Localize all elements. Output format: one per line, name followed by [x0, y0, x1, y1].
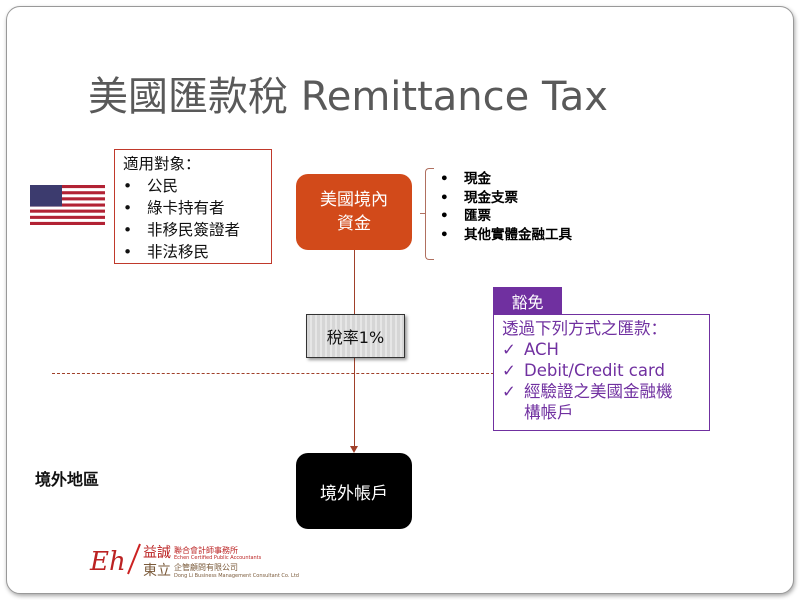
- list-item: 現金支票: [440, 189, 572, 208]
- arrow-head-icon: [350, 446, 358, 453]
- svg-text:Echen Certified Public Account: Echen Certified Public Accountants: [174, 555, 262, 561]
- svg-text:聯合會計師事務所: 聯合會計師事務所: [174, 545, 238, 555]
- check-icon: ✓: [502, 382, 516, 401]
- box-line: 美國境內: [320, 190, 388, 210]
- svg-text:東立: 東立: [143, 563, 171, 579]
- list-item: 非移民簽證者: [123, 219, 263, 241]
- offshore-account-box: 境外帳戶: [296, 453, 412, 529]
- list-item: 現金: [440, 170, 572, 189]
- list-item: ✓經驗證之美國金融機: [502, 382, 673, 401]
- bracket: [420, 168, 434, 260]
- us-domestic-funds-box: 美國境內資金: [296, 174, 412, 250]
- company-logo: Eh 益誠 聯合會計師事務所 Echen Certified Public Ac…: [89, 543, 299, 579]
- svg-text:Eh: Eh: [89, 547, 126, 577]
- list-item: 綠卡持有者: [123, 197, 263, 219]
- us-flag-icon: [30, 185, 105, 225]
- page-title: 美國匯款稅 Remittance Tax: [88, 74, 608, 120]
- exempt-heading: 透過下列方式之匯款：: [502, 319, 667, 338]
- tax-rate-box: 稅率1%: [306, 314, 405, 358]
- check-icon: ✓: [502, 361, 516, 380]
- exempt-box: 透過下列方式之匯款： ✓ACH ✓Debit/Credit card ✓經驗證之…: [493, 314, 710, 431]
- instrument-list: 現金 現金支票 匯票 其他實體金融工具: [440, 170, 572, 244]
- list-item: 其他實體金融工具: [440, 226, 572, 245]
- box-line: 資金: [337, 214, 371, 234]
- exempt-tab: 豁免: [493, 287, 562, 314]
- border-dashed-line: [52, 373, 494, 374]
- list-item-continuation: 構帳戶: [524, 403, 574, 422]
- svg-text:Dong Li Business Management Co: Dong Li Business Management Consultant C…: [174, 573, 299, 579]
- svg-text:企管顧問有限公司: 企管顧問有限公司: [174, 562, 238, 572]
- offshore-label: 境外地區: [35, 470, 100, 489]
- applicable-persons-box: 適用對象： 公民 綠卡持有者 非移民簽證者 非法移民: [114, 149, 272, 264]
- list-item: 匯票: [440, 207, 572, 226]
- applicable-heading: 適用對象：: [123, 155, 201, 173]
- list-item: 公民: [123, 175, 263, 197]
- list-item: 非法移民: [123, 241, 263, 263]
- list-item: ✓ACH: [502, 340, 559, 359]
- svg-text:益誠: 益誠: [143, 545, 171, 561]
- check-icon: ✓: [502, 340, 516, 359]
- list-item: ✓Debit/Credit card: [502, 361, 665, 380]
